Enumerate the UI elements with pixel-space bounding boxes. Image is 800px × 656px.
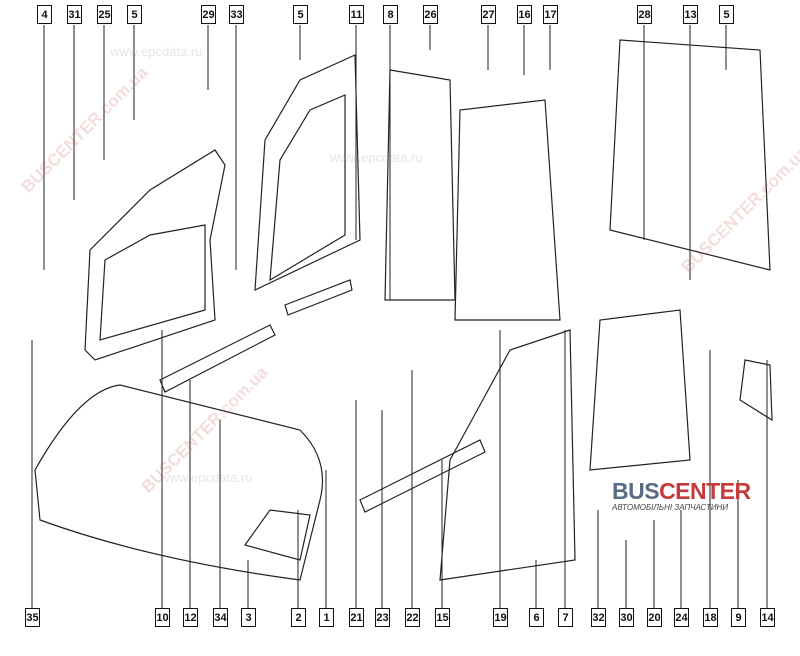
part-label-22: 22: [405, 608, 420, 627]
part-label-32: 32: [591, 608, 606, 627]
part-label-27: 27: [481, 5, 496, 24]
part-label-2: 2: [291, 608, 306, 627]
part-label-16: 16: [517, 5, 532, 24]
front-door-left-outline: [84, 149, 226, 361]
part-label-24: 24: [674, 608, 689, 627]
front-door-inner-panel: [99, 224, 206, 341]
logo-brand-b: CENTER: [659, 478, 751, 504]
rear-door-right-outline: [454, 99, 561, 321]
part-label-1: 1: [319, 608, 334, 627]
buscenter-logo: BUSCENTER АВТОМОБІЛЬНІ ЗАПЧАСТИНИ: [612, 478, 751, 512]
sliding-door-inner: [269, 94, 346, 282]
part-label-33: 33: [229, 5, 244, 24]
part-label-34: 34: [213, 608, 228, 627]
part-label-9: 9: [731, 608, 746, 627]
part-label-18: 18: [703, 608, 718, 627]
part-label-5: 5: [293, 5, 308, 24]
part-label-5: 5: [719, 5, 734, 24]
part-label-17: 17: [543, 5, 558, 24]
part-label-15: 15: [435, 608, 450, 627]
part-label-13: 13: [683, 5, 698, 24]
side-panel-outline: [609, 39, 771, 271]
sill-moulding-right: [359, 439, 486, 513]
part-label-14: 14: [760, 608, 775, 627]
part-label-21: 21: [349, 608, 364, 627]
part-label-8: 8: [383, 5, 398, 24]
rear-door-left-outline: [384, 69, 456, 301]
hood-outline: [34, 384, 324, 581]
part-label-12: 12: [183, 608, 198, 627]
front-door-right-outline: [439, 329, 576, 581]
part-label-25: 25: [97, 5, 112, 24]
part-label-6: 6: [529, 608, 544, 627]
part-label-11: 11: [349, 5, 364, 24]
part-label-5: 5: [127, 5, 142, 24]
watermark: www.epcdata.ru: [330, 150, 423, 165]
part-label-23: 23: [375, 608, 390, 627]
part-label-3: 3: [241, 608, 256, 627]
part-label-26: 26: [423, 5, 438, 24]
logo-brand-a: BUS: [612, 478, 660, 504]
watermark: www.epcdata.ru: [110, 44, 203, 59]
watermark: www.epcdata.ru: [160, 470, 253, 485]
part-label-35: 35: [25, 608, 40, 627]
side-lamp: [739, 359, 773, 422]
part-label-29: 29: [201, 5, 216, 24]
part-label-28: 28: [637, 5, 652, 24]
sill-moulding-left: [159, 324, 276, 393]
part-label-31: 31: [67, 5, 82, 24]
logo-tagline: АВТОМОБІЛЬНІ ЗАПЧАСТИНИ: [612, 503, 729, 512]
part-label-30: 30: [619, 608, 634, 627]
part-label-20: 20: [647, 608, 662, 627]
part-label-10: 10: [155, 608, 170, 627]
part-label-19: 19: [493, 608, 508, 627]
part-label-7: 7: [558, 608, 573, 627]
sliding-door-outline: [254, 54, 361, 291]
part-label-4: 4: [37, 5, 52, 24]
bracket-part: [244, 509, 311, 561]
sill-moulding-mid: [284, 279, 353, 316]
sliding-door-right-outline: [589, 309, 691, 471]
